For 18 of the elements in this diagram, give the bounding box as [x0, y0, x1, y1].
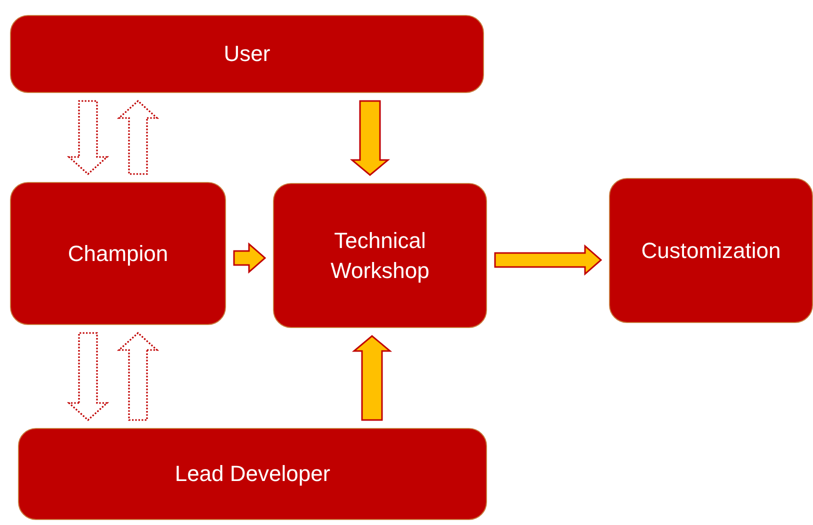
- process-box: [10, 182, 226, 325]
- box-label: User: [222, 40, 272, 68]
- block-arrow: [494, 244, 602, 276]
- block-arrow: [66, 332, 110, 422]
- block-arrow: [66, 100, 110, 176]
- box-label: Technical Workshop: [330, 226, 430, 285]
- block-arrow: [116, 332, 160, 421]
- process-box: [609, 178, 813, 323]
- box-label: Customization: [640, 236, 782, 265]
- process-box: [10, 15, 484, 93]
- block-arrow: [350, 100, 390, 176]
- process-box: [18, 428, 487, 520]
- box-label: Champion: [66, 240, 170, 268]
- process-box: [273, 183, 487, 328]
- block-arrow: [116, 100, 160, 175]
- box-label: Lead Developer: [174, 460, 332, 488]
- block-arrow: [352, 335, 392, 421]
- block-arrow: [233, 242, 266, 274]
